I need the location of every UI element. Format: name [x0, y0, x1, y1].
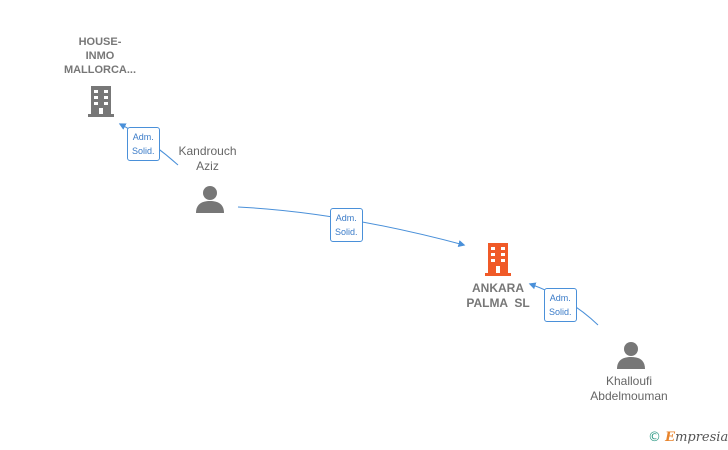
empresia-watermark: © Empresia	[648, 430, 728, 445]
edge-label-khalloufi-ankara: Adm. Solid.	[544, 288, 577, 322]
building-icon[interactable]	[483, 241, 513, 277]
building-icon[interactable]	[86, 84, 116, 118]
person-kandrouch-label[interactable]: Kandrouch Aziz	[178, 144, 237, 173]
edge-label-kandrouch-ankara: Adm. Solid.	[330, 208, 363, 242]
person-icon[interactable]	[195, 184, 225, 214]
person-khalloufi-label[interactable]: Khalloufi Abdelmouman	[590, 374, 668, 403]
person-icon[interactable]	[616, 340, 646, 370]
company-ankara-label[interactable]: ANKARA PALMA SL	[466, 281, 530, 310]
empresia-logo: Empresia	[665, 430, 728, 445]
company-house-inmo-label[interactable]: HOUSE- INMO MALLORCA...	[63, 36, 137, 76]
edge-label-kandrouch-house: Adm. Solid.	[127, 127, 160, 161]
copyright-icon: ©	[648, 430, 661, 445]
